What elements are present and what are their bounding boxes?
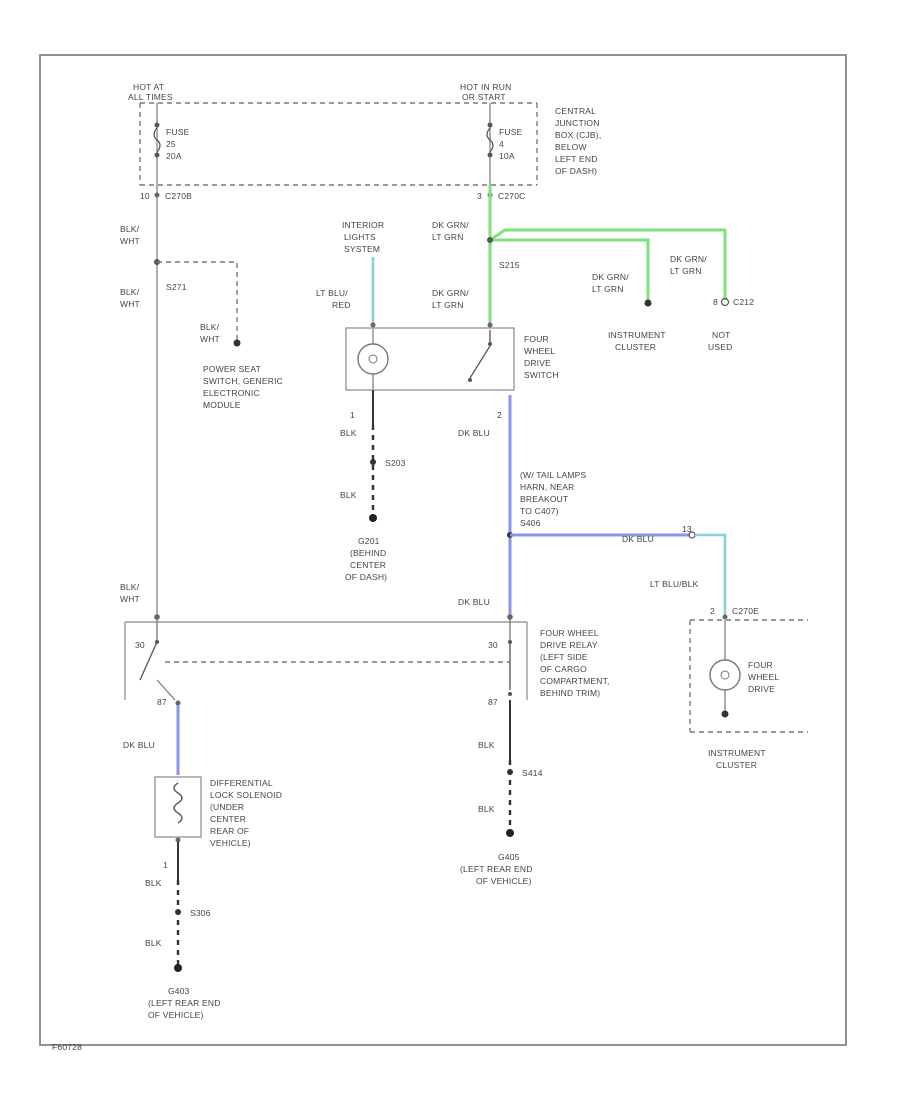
label-blk-6: BLK: [145, 938, 162, 948]
label-blk-wht-3: BLK/WHT: [200, 322, 220, 344]
power-seat-terminal: [233, 339, 241, 347]
label-s414: S414: [522, 768, 543, 778]
label-relay-pin-30-right: 30: [488, 640, 498, 650]
label-c212-pin: 8: [713, 297, 718, 307]
label-lt-blu-red: LT BLU/RED: [316, 288, 351, 310]
label-dk-blu-1: DK BLU: [458, 428, 490, 438]
label-s215: S215: [499, 260, 520, 270]
label-blk-5: BLK: [145, 878, 162, 888]
label-dk-grn-lt-grn-3: DK GRN/LT GRN: [592, 272, 629, 294]
label-c270c: C270C: [498, 191, 525, 201]
diagram-frame: [39, 54, 847, 1046]
label-c270b: C270B: [165, 191, 192, 201]
label-diagram-id: F60728: [52, 1042, 82, 1052]
label-c270b-pin: 10: [140, 191, 150, 201]
label-relay-pin-87-right: 87: [488, 697, 498, 707]
label-blk-wht-1: BLK/WHT: [120, 224, 140, 246]
ground-g403-symbol: [174, 964, 182, 972]
four-wheel-drive-switch: [345, 327, 515, 391]
label-c212: C212: [733, 297, 754, 307]
label-blk-wht-2: BLK/WHT: [120, 287, 140, 309]
four-wheel-drive-relay: [124, 617, 528, 701]
label-s203: S203: [385, 458, 406, 468]
label-pin-2: 2: [497, 410, 502, 420]
label-dk-blu-4: DK BLU: [123, 740, 155, 750]
label-lt-blu-blk: LT BLU/BLK: [650, 579, 699, 589]
label-relay-pin-87-left: 87: [157, 697, 167, 707]
instrument-cluster-bottom-box: [689, 619, 808, 733]
central-junction-box: [139, 102, 538, 186]
label-pin-1: 1: [350, 410, 355, 420]
green-wire-network: [488, 185, 727, 325]
label-s271: S271: [166, 282, 187, 292]
label-dk-grn-lt-grn-2: DK GRN/LT GRN: [432, 288, 469, 310]
ground-g405-symbol: [506, 829, 514, 837]
label-pin-1b: 1: [163, 860, 168, 870]
label-blk-wht-4: BLK/WHT: [120, 582, 140, 604]
label-c270e-pin: 2: [710, 606, 715, 616]
label-dk-blu-3: DK BLU: [458, 597, 490, 607]
differential-lock-solenoid: [154, 776, 202, 838]
label-c270c-pin: 3: [477, 191, 482, 201]
label-c270e: C270E: [732, 606, 759, 616]
label-relay-pin-30-left: 30: [135, 640, 145, 650]
label-blk-3: BLK: [478, 740, 495, 750]
label-dk-blu-2: DK BLU: [622, 534, 654, 544]
label-dk-grn-lt-grn-1: DK GRN/LT GRN: [432, 220, 469, 242]
label-blk-1: BLK: [340, 428, 357, 438]
label-pin-13: 13: [682, 524, 692, 534]
switch-contact-symbol: [468, 330, 492, 382]
fuse-4-symbol: [486, 122, 494, 158]
switch-lamp-icon: [357, 343, 389, 375]
label-dk-grn-lt-grn-4: DK GRN/LT GRN: [670, 254, 707, 276]
label-blk-4: BLK: [478, 804, 495, 814]
ground-g201-symbol: [369, 514, 377, 522]
four-wheel-drive-lamp-icon: [709, 659, 741, 691]
label-blk-2: BLK: [340, 490, 357, 500]
fuse-25-symbol: [153, 122, 161, 158]
label-s306: S306: [190, 908, 211, 918]
instrument-cluster-terminal: [644, 299, 652, 307]
